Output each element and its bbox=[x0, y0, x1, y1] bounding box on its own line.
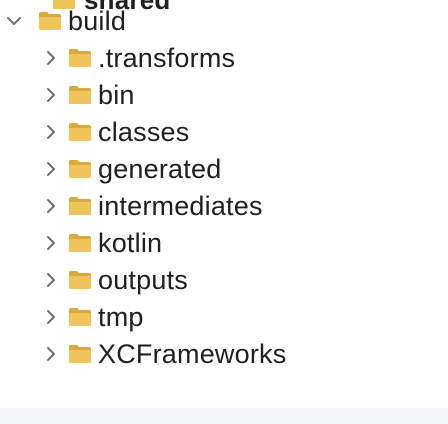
folder-icon bbox=[68, 159, 92, 179]
tree-item-label: tmp bbox=[98, 302, 144, 332]
folder-icon bbox=[68, 233, 92, 253]
folder-icon bbox=[68, 122, 92, 142]
tree-item-label: kotlin bbox=[98, 228, 163, 258]
tree-row-build[interactable]: build bbox=[0, 3, 448, 39]
folder-icon bbox=[38, 11, 62, 31]
chevron-right-icon[interactable] bbox=[40, 306, 62, 328]
chevron-right-icon[interactable] bbox=[40, 195, 62, 217]
chevron-right-icon[interactable] bbox=[40, 158, 62, 180]
chevron-down-icon[interactable] bbox=[3, 10, 25, 32]
tree-row-transforms[interactable]: .transforms bbox=[0, 40, 448, 76]
bottom-strip bbox=[0, 408, 448, 424]
tree-item-label: XCFrameworks bbox=[98, 339, 287, 369]
chevron-right-icon[interactable] bbox=[40, 232, 62, 254]
folder-icon bbox=[68, 48, 92, 68]
tree-row-classes[interactable]: classes bbox=[0, 114, 448, 150]
folder-icon bbox=[68, 307, 92, 327]
tree-row-bin[interactable]: bin bbox=[0, 77, 448, 113]
chevron-right-icon[interactable] bbox=[40, 121, 62, 143]
chevron-right-icon[interactable] bbox=[40, 269, 62, 291]
tree-item-label: outputs bbox=[98, 265, 188, 295]
tree-row-tmp[interactable]: tmp bbox=[0, 299, 448, 335]
folder-icon bbox=[68, 344, 92, 364]
folder-icon bbox=[68, 85, 92, 105]
tree-item-label: generated bbox=[98, 154, 222, 184]
tree-row-intermediates[interactable]: intermediates bbox=[0, 188, 448, 224]
tree-item-label: classes bbox=[98, 117, 190, 147]
tree-item-label: bin bbox=[98, 80, 135, 110]
tree-row-shared[interactable]: shared bbox=[0, 0, 448, 18]
folder-icon bbox=[68, 196, 92, 216]
tree-row-generated[interactable]: generated bbox=[0, 151, 448, 187]
tree-item-label: shared bbox=[84, 0, 171, 15]
tree-row-outputs[interactable]: outputs bbox=[0, 262, 448, 298]
chevron-right-icon[interactable] bbox=[40, 84, 62, 106]
chevron-right-icon[interactable] bbox=[40, 47, 62, 69]
chevron-right-icon[interactable] bbox=[40, 343, 62, 365]
folder-icon bbox=[52, 0, 76, 10]
folder-icon bbox=[68, 270, 92, 290]
tree-item-label: intermediates bbox=[98, 191, 263, 221]
tree-row-kotlin[interactable]: kotlin bbox=[0, 225, 448, 261]
tree-item-label: .transforms bbox=[98, 43, 236, 73]
tree-item-label: build bbox=[68, 6, 127, 36]
tree-row-xcframeworks[interactable]: XCFrameworks bbox=[0, 336, 448, 372]
